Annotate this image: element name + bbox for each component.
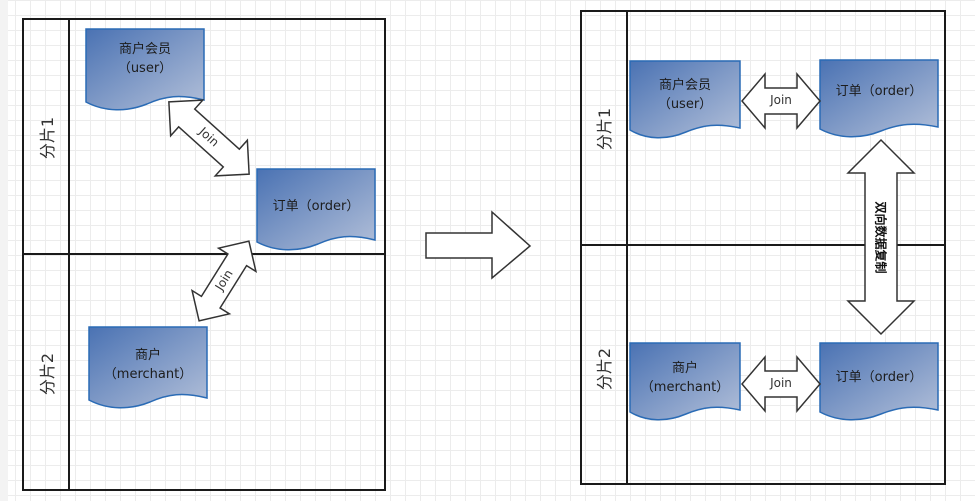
lane-label-shard2-before: 分片2 [38, 352, 57, 396]
join-label-top-after: Join [770, 93, 792, 107]
join-arrow-bottom-after: Join [741, 354, 821, 414]
pool-before-lane-divider [22, 253, 386, 255]
doc-user-before[interactable]: 商户会员 （user） [85, 28, 205, 112]
document-shape [85, 28, 205, 111]
doc-user-after-line1: 商户会员 [658, 78, 711, 93]
double-arrow-icon [741, 354, 821, 414]
doc-merchant-after-line2: （merchant） [640, 380, 730, 395]
canvas-edge [0, 0, 8, 501]
document-shape [629, 60, 741, 139]
sync-arrow: 双向数据复制 [846, 138, 916, 336]
lane-label-shard1-before: 分片1 [38, 116, 57, 160]
pool-after-label-column-divider [626, 10, 628, 485]
doc-user-before-line2: （user） [117, 61, 173, 76]
lane-label-shard2-after: 分片2 [595, 347, 614, 391]
join-arrow-top-after: Join [741, 71, 821, 131]
transition-arrow [424, 210, 534, 280]
doc-merchant-before-line1: 商户 [134, 348, 161, 363]
doc-order-bottom-after-line1: 订单（order） [835, 370, 923, 385]
sync-label: 双向数据复制 [873, 201, 888, 274]
doc-order-top-after[interactable]: 订单（order） [819, 59, 939, 141]
doc-user-after[interactable]: 商户会员 （user） [629, 60, 741, 142]
lane-label-shard1-after: 分片1 [595, 107, 614, 151]
doc-merchant-before[interactable]: 商户 （merchant） [88, 326, 208, 412]
doc-order-before[interactable]: 订单（order） [256, 168, 376, 254]
pool-after-lane-divider [580, 244, 946, 246]
doc-user-before-line1: 商户会员 [118, 42, 171, 57]
document-shape [819, 59, 939, 138]
document-shape [819, 342, 939, 421]
join-label-bottom-after: Join [770, 376, 792, 390]
vertical-double-arrow-icon [846, 138, 916, 336]
document-shape [256, 168, 376, 251]
pool-after [580, 10, 946, 485]
double-arrow-icon [168, 99, 250, 177]
doc-order-before-line1: 订单（order） [272, 199, 360, 214]
doc-merchant-after[interactable]: 商户 （merchant） [629, 342, 741, 424]
double-arrow-icon [741, 71, 821, 131]
document-shape [629, 342, 741, 421]
double-arrow-icon [190, 240, 258, 322]
doc-merchant-before-line2: （merchant） [103, 367, 193, 382]
doc-order-bottom-after[interactable]: 订单（order） [819, 342, 939, 424]
doc-order-top-after-line1: 订单（order） [835, 84, 923, 99]
doc-user-after-line2: （user） [657, 97, 713, 112]
right-arrow-icon [425, 210, 532, 280]
doc-merchant-after-line1: 商户 [671, 361, 698, 376]
document-shape [88, 326, 208, 409]
